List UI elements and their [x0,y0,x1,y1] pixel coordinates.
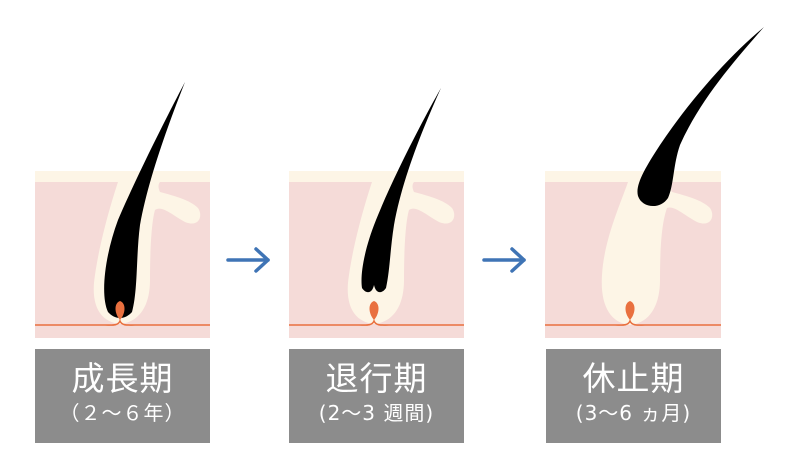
right-arrow-icon [482,247,526,273]
stage-title: 成長期 [71,359,174,398]
stage-title: 退行期 [325,359,428,398]
right-arrow-icon [226,247,270,273]
stage-title: 休止期 [582,359,685,398]
stage-duration: (3～6 ヵ月) [575,401,692,425]
stage-duration: (2～3 週間) [318,401,435,425]
stage-label-catagen: 退行期 (2～3 週間) [289,349,464,443]
stage-label-anagen: 成長期 （２～６年） [35,349,210,443]
stage-label-telogen: 休止期 (3～6 ヵ月) [546,349,721,443]
stage-duration: （２～６年） [59,401,186,425]
